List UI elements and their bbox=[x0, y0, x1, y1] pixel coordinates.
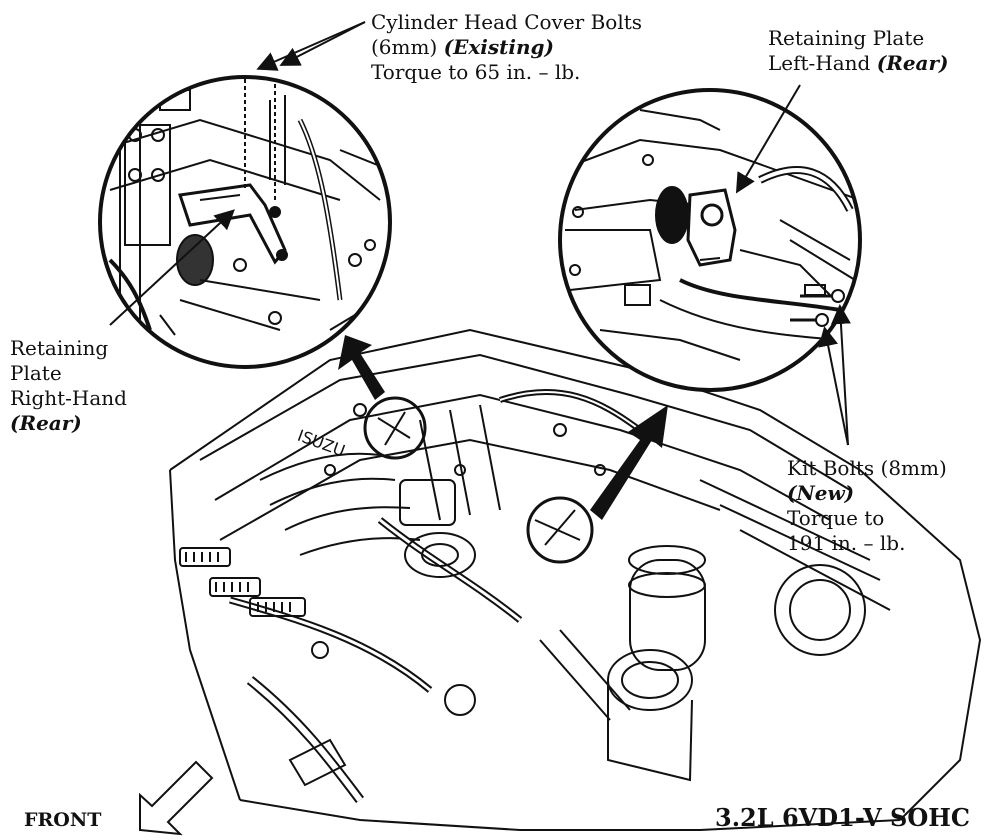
plate-left-line2-row: Left-Hand (Rear) bbox=[768, 51, 949, 76]
plate-right-line3: Right-Hand bbox=[10, 386, 127, 410]
front-arrow-icon bbox=[139, 760, 214, 836]
plate-left-line1: Retaining Plate bbox=[768, 26, 925, 50]
plate-left-label: Retaining Plate Left-Hand (Rear) bbox=[768, 26, 949, 76]
leader-lines bbox=[109, 21, 851, 446]
detail-circle-right-hand bbox=[98, 75, 392, 369]
kit-bolts-torque-line1: Torque to bbox=[787, 506, 885, 530]
cover-bolts-status: (Existing) bbox=[443, 35, 554, 59]
plate-left-status: (Rear) bbox=[876, 51, 949, 75]
plate-left-line2: Left-Hand bbox=[768, 51, 871, 75]
cover-bolts-size-line: (6mm) (Existing) bbox=[371, 35, 642, 60]
engine-badge: ISUZU bbox=[295, 426, 348, 461]
plate-right-line2: Plate bbox=[10, 361, 62, 385]
plate-right-label: Retaining Plate Right-Hand (Rear) bbox=[10, 336, 127, 436]
kit-bolts-label: Kit Bolts (8mm) (New) Torque to 191 in. … bbox=[787, 456, 947, 556]
engine-body bbox=[169, 328, 982, 831]
plate-right-status: (Rear) bbox=[10, 411, 82, 435]
front-label: FRONT bbox=[24, 809, 102, 831]
cover-bolts-torque: Torque to 65 in. – lb. bbox=[371, 60, 581, 84]
callout-spot-right bbox=[526, 496, 594, 564]
kit-bolts-title: Kit Bolts (8mm) bbox=[787, 456, 947, 480]
callout-arrow-icon bbox=[338, 335, 668, 520]
cover-bolts-label: Cylinder Head Cover Bolts (6mm) (Existin… bbox=[371, 10, 642, 85]
callout-spot-left bbox=[363, 396, 427, 460]
engine-model-label: 3.2L 6VD1-V SOHC bbox=[715, 803, 971, 832]
plate-right-line1: Retaining bbox=[10, 336, 109, 360]
kit-bolts-torque-line2: 191 in. – lb. bbox=[787, 531, 906, 555]
kit-bolts-status: (New) bbox=[787, 481, 855, 505]
detail-circle-left-hand bbox=[558, 88, 862, 392]
cover-bolts-size: (6mm) bbox=[371, 35, 438, 59]
cover-bolts-title: Cylinder Head Cover Bolts bbox=[371, 10, 643, 34]
